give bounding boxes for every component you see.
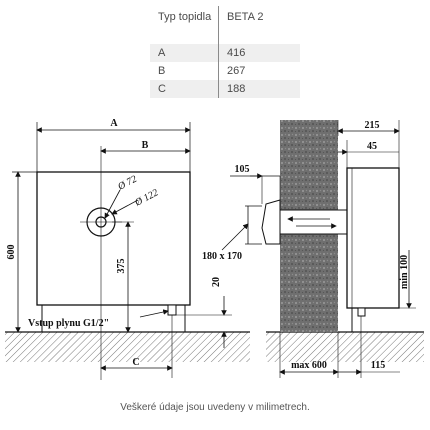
heater-front-body [36, 171, 191, 306]
row-value: 188 [218, 80, 300, 98]
row-value: 416 [218, 44, 300, 62]
row-label: B [150, 62, 219, 80]
leader-d72 [104, 189, 121, 219]
dim-min100-label: min 100 [399, 255, 410, 289]
dim-45-label: 45 [367, 141, 377, 152]
flue-pipe [279, 209, 353, 235]
dim-115-label: 115 [371, 360, 385, 371]
dim-opening-label: 180 x 170 [202, 251, 242, 262]
table-header-row: Typ topidla BETA 2 [150, 6, 300, 28]
gas-inlet-pipe [167, 304, 177, 316]
table-row: A 416 [150, 44, 300, 62]
units-footnote: Veškeré údaje jsou uvedeny v milimetrech… [120, 402, 310, 413]
dim-215-label: 215 [365, 120, 380, 131]
dim-max600-label: max 600 [291, 360, 327, 371]
spec-table: Typ topidla BETA 2 A 416 B 267 C 188 [150, 6, 300, 98]
row-value: 267 [227, 65, 246, 77]
gas-inlet-leader [139, 309, 169, 318]
table-spacer-row [150, 28, 300, 44]
dim-20-label: 20 [211, 277, 222, 287]
dim-600-label: 600 [6, 245, 17, 260]
header-model: BETA 2 [227, 11, 264, 23]
dim-a-label: A [110, 118, 118, 129]
side-view: 215 45 105 180 x 170 min 100 max 600 115 [202, 120, 424, 378]
front-view: Ø 72 Ø 122 A B 600 375 20 Vstup plynu G1… [5, 118, 250, 380]
dim-105-label: 105 [235, 164, 250, 175]
dim-c-label: C [132, 357, 139, 368]
opening-leader [221, 223, 249, 251]
dim-b-label: B [142, 140, 149, 151]
leader-d122 [111, 199, 139, 215]
header-type: Typ topidla [150, 6, 219, 28]
dim-375-label: 375 [116, 259, 127, 274]
flue-terminal [261, 199, 281, 245]
row-label: C [150, 80, 219, 98]
floor-hatch-left [5, 332, 250, 362]
table-row: C 188 [150, 80, 300, 98]
gas-inlet-label: Vstup plynu G1/2" [28, 318, 109, 329]
row-label: A [150, 44, 219, 62]
side-gas-inlet [357, 307, 366, 317]
floor-hatch-right [266, 332, 424, 362]
heater-side-body [346, 167, 400, 309]
table-row: B 267 [150, 62, 300, 80]
